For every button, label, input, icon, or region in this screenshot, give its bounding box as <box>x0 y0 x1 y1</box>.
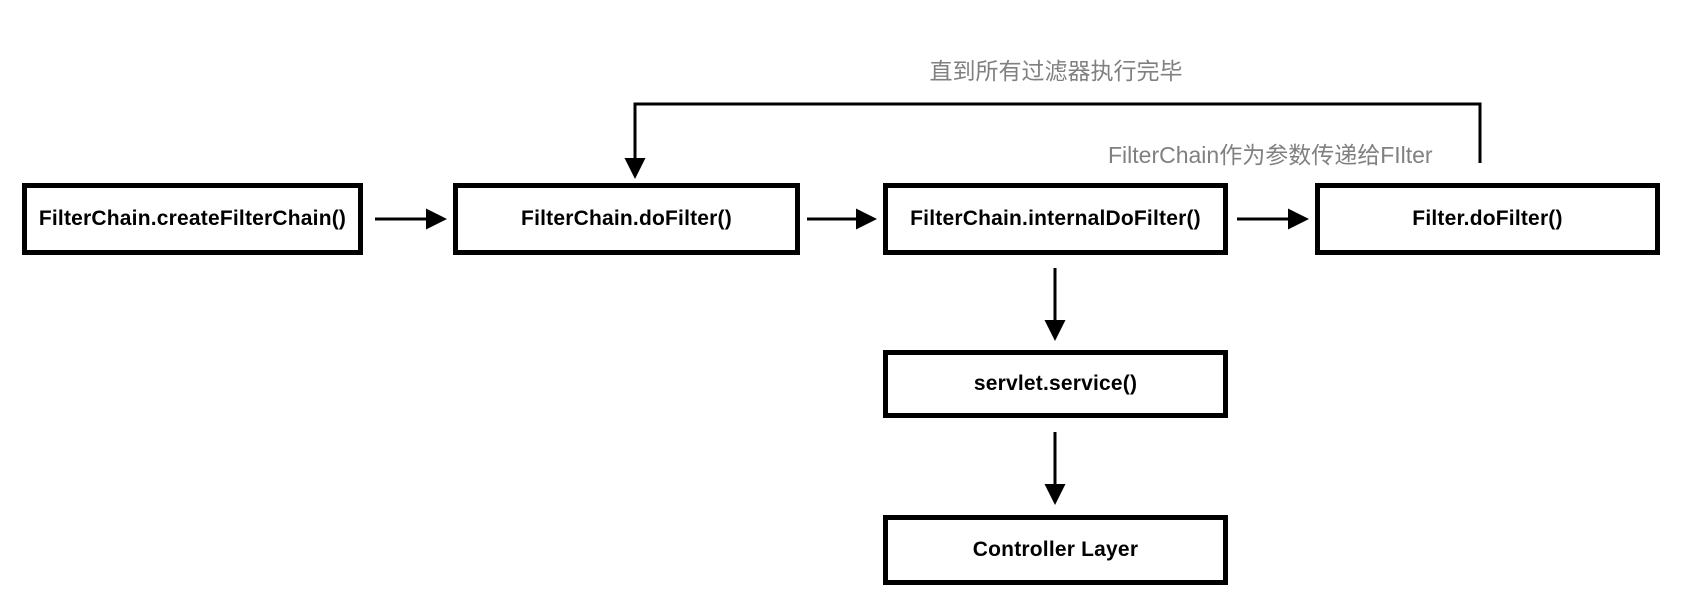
node-controller-layer: Controller Layer <box>883 515 1228 585</box>
node-filterchain-createfilterchain: FilterChain.createFilterChain() <box>22 183 363 255</box>
loop-annotation: 直到所有过滤器执行完毕 <box>929 58 1183 84</box>
param-annotation: FilterChain作为参数传递给FIlter <box>1108 142 1433 168</box>
node-filterchain-internaldofilter: FilterChain.internalDoFilter() <box>883 183 1228 255</box>
node-servlet-service: servlet.service() <box>883 350 1228 418</box>
node-filter-dofilter: Filter.doFilter() <box>1315 183 1660 255</box>
node-filterchain-dofilter: FilterChain.doFilter() <box>453 183 800 255</box>
